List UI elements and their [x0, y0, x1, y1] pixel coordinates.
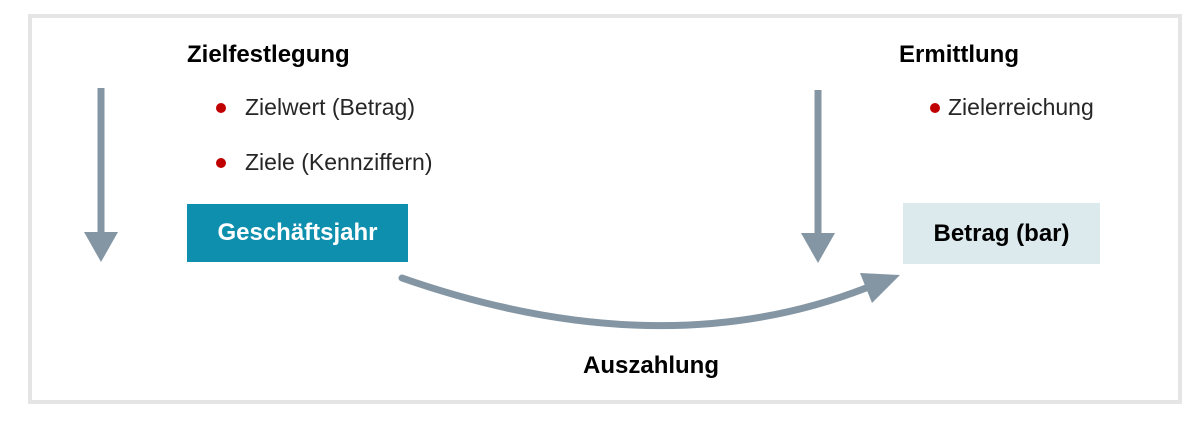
bullet-label: Ziele (Kennziffern)	[245, 149, 433, 175]
bullet-icon	[216, 157, 226, 168]
heading-zielfestlegung: Zielfestlegung	[187, 41, 350, 68]
bullet-item-ziele: Ziele (Kennziffern)	[216, 149, 433, 176]
bullet-icon	[216, 102, 226, 113]
auszahlung-label: Auszahlung	[583, 352, 719, 379]
betrag-box-label: Betrag (bar)	[933, 219, 1070, 247]
bullet-item-zielwert: Zielwert (Betrag)	[216, 94, 415, 121]
geschaeftsjahr-box-label: Geschäftsjahr	[217, 219, 378, 246]
bullet-label: Zielwert (Betrag)	[245, 94, 415, 120]
bullet-label: Zielerreichung	[948, 94, 1094, 120]
betrag-box: Betrag (bar)	[903, 203, 1100, 264]
heading-ermittlung: Ermittlung	[899, 41, 1019, 68]
bullet-item-zielerreichung: Zielerreichung	[930, 94, 1094, 121]
bullet-icon	[930, 102, 940, 113]
geschaeftsjahr-box: Geschäftsjahr	[187, 204, 408, 262]
